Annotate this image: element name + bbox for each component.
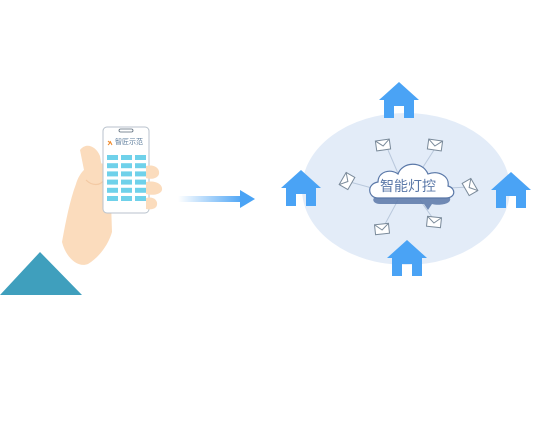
phone-screen-cell [107,171,118,177]
phone-screen-cell [135,171,146,177]
phone-screen-cell [121,187,132,193]
phone-screen-cell [121,196,132,201]
phone-screen-grid [107,155,146,201]
phone-screen-cell [121,155,132,160]
phone-screen-cell [107,196,118,201]
phone-screen-cell [121,179,132,185]
phone-screen-cell [135,163,146,169]
phone-screen-cell [121,171,132,177]
hand-holding-phone-icon [62,126,163,265]
phone-screen-cell [135,179,146,185]
house-icon-top [379,82,419,118]
phone-screen-cell [135,196,146,201]
phone-screen-cell [135,187,146,193]
phone-screen-cell [135,155,146,160]
cloud-icon [369,163,455,210]
phone-app-title: 智匠示范 [115,138,143,146]
arrow-right-icon [178,190,255,208]
phone-screen-cell [107,179,118,185]
cloud-label: 智能灯控 [380,179,436,195]
app-logo-icon [107,140,113,146]
phone-screen-cell [107,163,118,169]
sleeve [0,252,82,295]
phone-screen-cell [107,155,118,160]
phone-screen-cell [121,163,132,169]
phone-screen-cell [107,187,118,193]
phone [102,126,150,214]
